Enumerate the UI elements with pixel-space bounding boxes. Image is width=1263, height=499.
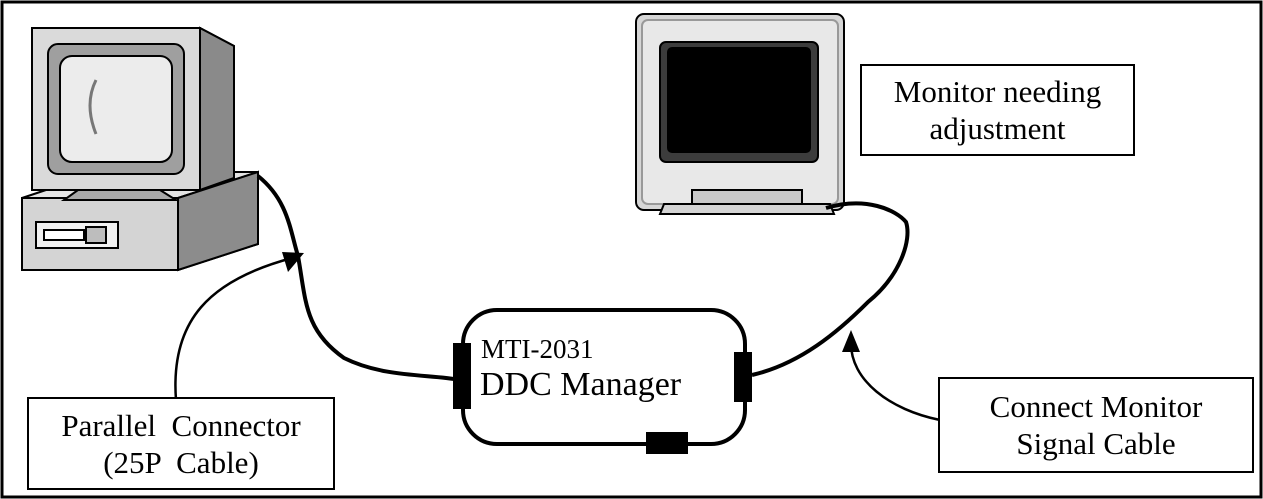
right-port xyxy=(734,352,752,402)
monitor-label-box: Monitor needing adjustment xyxy=(860,64,1135,156)
device-model-label: MTI-2031 xyxy=(481,334,594,364)
device-name-label: DDC Manager xyxy=(480,366,682,403)
parallel-label-box: Parallel Connector (25P Cable) xyxy=(27,397,335,490)
connect-label-line2: Signal Cable xyxy=(1016,426,1176,461)
parallel-arrow xyxy=(174,252,304,401)
computer-icon xyxy=(21,26,259,272)
parallel-label-line1: Parallel Connector xyxy=(61,407,301,443)
parallel-cable xyxy=(256,174,461,382)
parallel-label-line2: (25P Cable) xyxy=(103,444,259,480)
monitor-signal-cable xyxy=(751,201,910,377)
left-port xyxy=(453,343,471,409)
connect-label-line1: Connect Monitor xyxy=(989,389,1203,424)
monitor-label-line2: adjustment xyxy=(929,111,1066,146)
monitor-label-line1: Monitor needing xyxy=(893,74,1102,109)
signal-arrow xyxy=(842,330,941,422)
connect-label-box: Connect Monitor Signal Cable xyxy=(938,377,1254,473)
target-monitor-icon xyxy=(635,13,845,215)
bottom-port xyxy=(646,432,688,454)
